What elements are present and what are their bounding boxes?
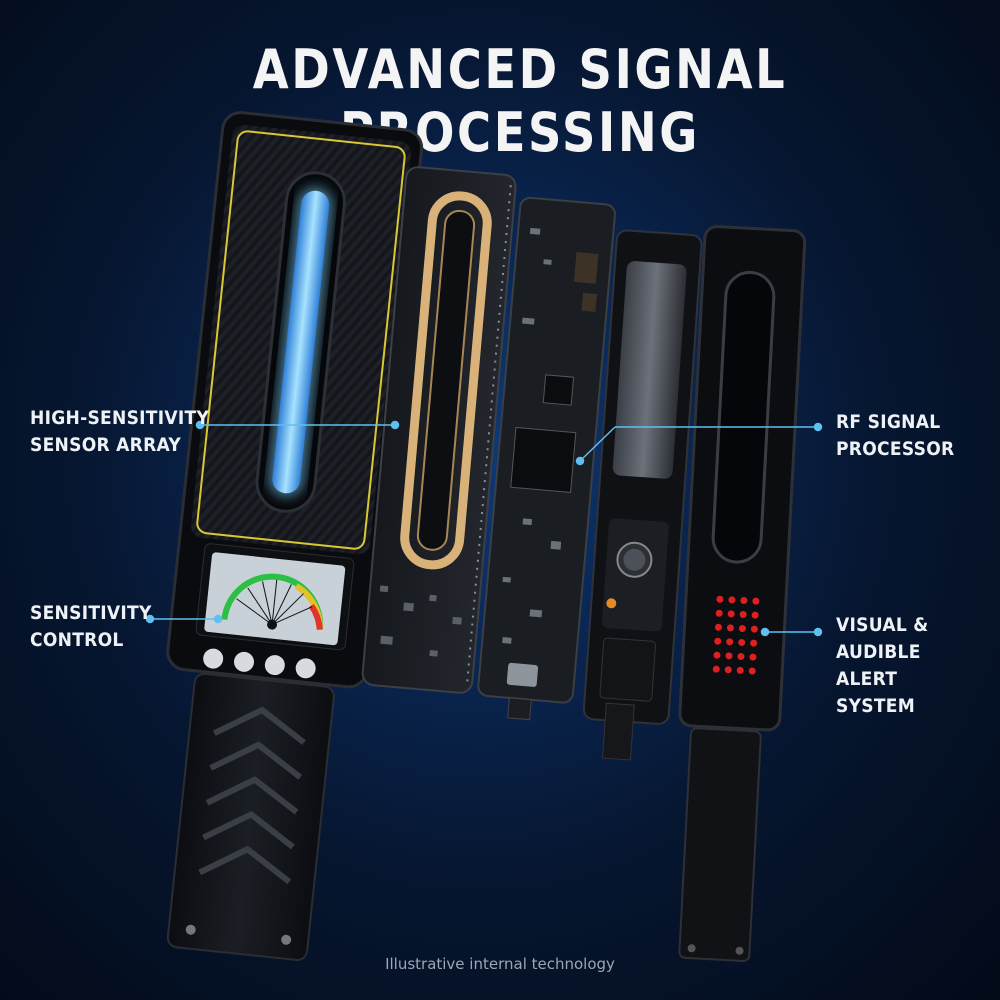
callout-alert-system: VISUAL & AUDIBLE ALERT SYSTEM xyxy=(836,612,984,720)
callout-sensitivity-control: SENSITIVITY CONTROL xyxy=(30,600,152,654)
callout-line: HIGH-SENSITIVITY xyxy=(30,407,210,429)
callout-line: SENSOR ARRAY xyxy=(30,434,182,456)
callout-rf-processor: RF SIGNAL PROCESSOR xyxy=(836,409,954,463)
main-wand xyxy=(166,111,424,961)
button-icon xyxy=(295,658,316,679)
callout-line: CONTROL xyxy=(30,629,124,651)
image-caption: Illustrative internal technology xyxy=(385,955,615,973)
battery-module xyxy=(582,229,703,761)
button-icon xyxy=(203,648,224,669)
button-icon xyxy=(264,655,285,676)
callout-sensor-array: HIGH-SENSITIVITY SENSOR ARRAY xyxy=(30,405,209,459)
back-shell xyxy=(678,225,807,962)
callout-line: PROCESSOR xyxy=(836,438,955,460)
control-buttons xyxy=(203,648,316,679)
callout-line: AUDIBLE ALERT xyxy=(836,641,921,690)
coil-board xyxy=(361,166,517,694)
page-title: ADVANCED SIGNAL PROCESSING xyxy=(252,38,788,164)
processor-board xyxy=(477,196,616,721)
callout-line: RF SIGNAL xyxy=(836,411,941,433)
button-icon xyxy=(234,651,255,672)
callout-line: SENSITIVITY xyxy=(30,602,152,624)
callout-line: VISUAL & xyxy=(836,614,929,636)
gauge-panel xyxy=(195,543,355,651)
gauge-icon xyxy=(221,573,324,630)
leader-lines xyxy=(145,420,823,637)
led-icon xyxy=(712,595,760,675)
chevron-icon xyxy=(198,707,306,885)
callout-line: SYSTEM xyxy=(836,695,916,717)
